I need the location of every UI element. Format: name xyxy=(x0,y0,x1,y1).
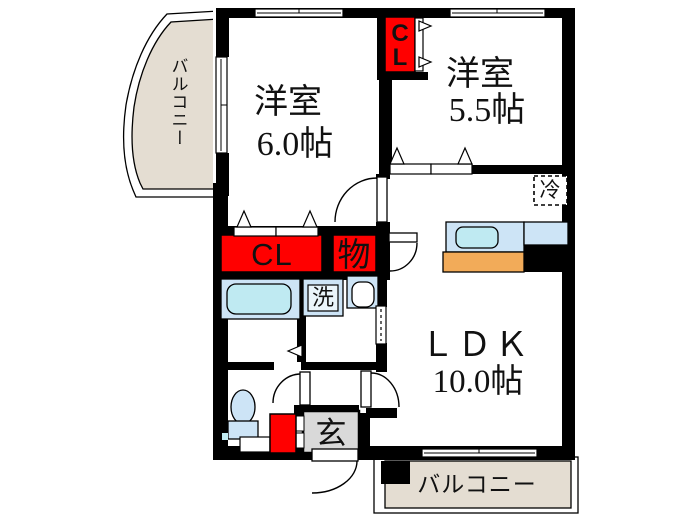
closet-arrow-icon xyxy=(418,56,433,68)
window-left xyxy=(215,56,228,154)
door-room1 xyxy=(334,176,388,223)
bifold-closet-room1 xyxy=(233,209,319,237)
window-top-right xyxy=(449,8,546,18)
bifold-room2-ldk xyxy=(389,146,473,175)
balcony-pillar xyxy=(381,461,410,484)
kitchen-stove xyxy=(442,251,525,273)
washing-machine xyxy=(302,278,344,317)
ldk-name: ＬＤＫ xyxy=(421,327,532,364)
closet-arrow-icon xyxy=(418,20,433,32)
closet-main-box xyxy=(220,234,323,273)
closet-top-label-c: C xyxy=(391,20,408,47)
bath-door-marker xyxy=(286,344,303,358)
balcony-bottom-label: バルコニー xyxy=(417,472,537,497)
balcony-left-label: バルコニー xyxy=(169,57,188,147)
toilet xyxy=(222,389,271,453)
closet-top-door xyxy=(414,17,433,72)
balcony-left xyxy=(122,10,220,198)
door-sliding-washroom xyxy=(375,305,387,345)
storage-box xyxy=(332,234,377,273)
storage-label: 物 xyxy=(338,237,371,274)
genkan-panel-1 xyxy=(295,415,305,432)
door-toilet xyxy=(272,371,311,406)
room2-name: 洋室 xyxy=(446,55,514,93)
room1-name: 洋室 xyxy=(254,83,322,121)
genkan-panel-2 xyxy=(295,432,305,449)
room1-size: 6.0帖 xyxy=(257,125,334,163)
shoe-cabinet xyxy=(269,413,297,454)
fridge-space xyxy=(533,175,568,206)
kitchen-block xyxy=(524,245,568,272)
bathtub xyxy=(220,278,301,320)
window-bottom xyxy=(421,448,538,458)
washer-label: 洗 xyxy=(312,285,334,310)
ldk-size: 10.0帖 xyxy=(433,363,524,400)
closet-main-label: CL xyxy=(251,237,293,272)
wash-basin xyxy=(346,275,379,309)
room2-size: 5.5帖 xyxy=(449,91,526,129)
fridge-label: 冷 xyxy=(540,178,561,202)
genkan-area xyxy=(301,409,361,455)
closet-top-box xyxy=(384,16,416,73)
window-top-left xyxy=(254,8,344,18)
kitchen-sink xyxy=(455,226,499,249)
door-hall-ldk xyxy=(360,370,400,408)
door-ldk xyxy=(388,232,418,272)
entrance-label: 玄 xyxy=(316,416,347,451)
balcony-bottom xyxy=(373,456,579,514)
closet-top-label-l: L xyxy=(393,44,408,71)
kitchen-counter xyxy=(442,221,569,273)
door-entrance xyxy=(311,448,359,494)
